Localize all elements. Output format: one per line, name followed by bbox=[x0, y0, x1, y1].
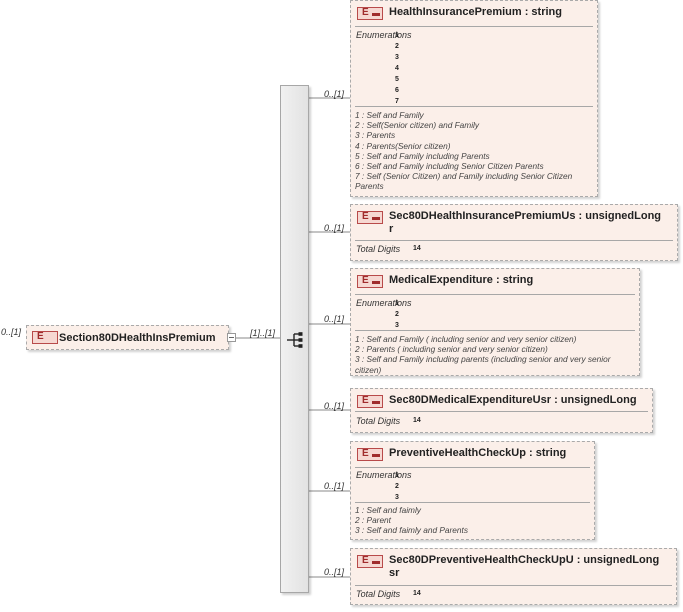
element-icon: E bbox=[357, 211, 383, 224]
element-icon: E bbox=[357, 448, 383, 461]
element-sec80d-preventive-health-check-up-usr[interactable]: E Sec80DPreventiveHealthCheckUpU : unsig… bbox=[350, 548, 677, 605]
element-icon: E bbox=[32, 331, 58, 344]
total-digits-value: 14 bbox=[413, 245, 421, 252]
enumerations-label: Enumerations bbox=[356, 470, 412, 480]
element-health-insurance-premium[interactable]: E HealthInsurancePremium : string Enumer… bbox=[350, 0, 598, 197]
child-occurrence: 0..[1] bbox=[324, 223, 345, 233]
child-occurrence: 0..[1] bbox=[324, 401, 345, 411]
collapse-toggle-icon[interactable] bbox=[227, 333, 236, 342]
facet-divider bbox=[355, 502, 590, 503]
root-element-box[interactable]: E Section80DHealthInsPremium bbox=[26, 325, 229, 350]
title-divider bbox=[355, 294, 635, 295]
element-icon: E bbox=[357, 7, 383, 20]
total-digits-value: 14 bbox=[413, 590, 421, 597]
child-occurrence: 0..[1] bbox=[324, 89, 345, 99]
element-icon: E bbox=[357, 555, 383, 568]
element-title: Sec80DHealthInsurancePremiumUs : unsigne… bbox=[389, 210, 662, 235]
title-divider bbox=[355, 26, 593, 27]
facet-divider bbox=[355, 330, 635, 331]
title-divider bbox=[355, 240, 673, 241]
element-icon: E bbox=[357, 395, 383, 408]
element-sec80d-health-insurance-premium-usr[interactable]: E Sec80DHealthInsurancePremiumUs : unsig… bbox=[350, 204, 678, 261]
total-digits-label: Total Digits bbox=[356, 416, 401, 426]
total-digits-label: Total Digits bbox=[356, 589, 401, 599]
title-divider bbox=[355, 467, 590, 468]
element-icon: E bbox=[357, 275, 383, 288]
sequence-compositor-icon bbox=[287, 332, 303, 348]
child-occurrence: 0..[1] bbox=[324, 314, 345, 324]
element-title: Sec80DPreventiveHealthCheckUpU : unsigne… bbox=[389, 554, 660, 579]
child-occurrence: 0..[1] bbox=[324, 567, 345, 577]
total-digits-label: Total Digits bbox=[356, 244, 401, 254]
child-occurrence: 0..[1] bbox=[324, 481, 345, 491]
element-title: PreventiveHealthCheckUp : string bbox=[389, 447, 567, 459]
documentation-text: 1 : Self and Family ( including senior a… bbox=[355, 334, 611, 375]
element-title: MedicalExpenditure : string bbox=[389, 274, 534, 286]
enumerations-label: Enumerations bbox=[356, 30, 412, 40]
sequence-occurrence: [1]..[1] bbox=[250, 328, 276, 338]
element-title: Sec80DMedicalExpenditureUsr : unsignedLo… bbox=[389, 394, 637, 406]
element-preventive-health-check-up[interactable]: E PreventiveHealthCheckUp : string Enume… bbox=[350, 441, 595, 540]
title-divider bbox=[355, 585, 672, 586]
total-digits-value: 14 bbox=[413, 417, 421, 424]
element-sec80d-medical-expenditure-usr[interactable]: E Sec80DMedicalExpenditureUsr : unsigned… bbox=[350, 388, 653, 433]
facet-divider bbox=[355, 106, 593, 107]
root-occurrence: 0..[1] bbox=[1, 327, 22, 337]
enumerations-label: Enumerations bbox=[356, 298, 412, 308]
element-medical-expenditure[interactable]: E MedicalExpenditure : string Enumeratio… bbox=[350, 268, 640, 376]
element-title: HealthInsurancePremium : string bbox=[389, 6, 562, 18]
root-element-name: Section80DHealthInsPremium bbox=[59, 332, 216, 344]
title-divider bbox=[355, 411, 648, 412]
